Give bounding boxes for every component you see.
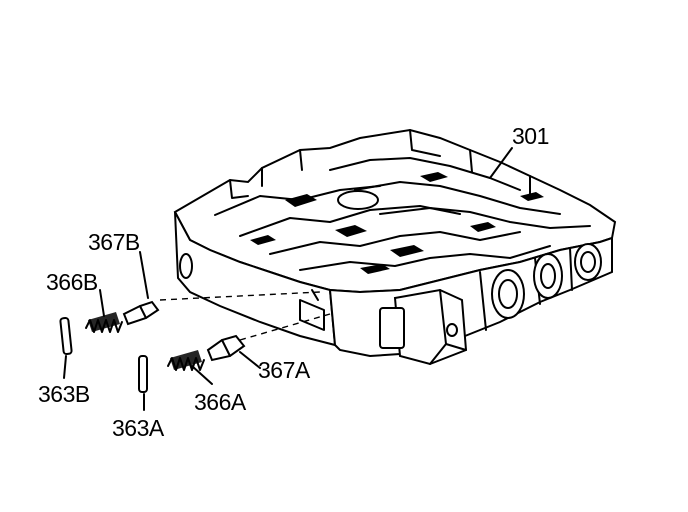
valve-body-assembly [173, 128, 617, 366]
spring-366a [167, 350, 205, 371]
leader-lines [63, 147, 513, 411]
pin-363b [59, 316, 73, 356]
callout-363a: 363A [112, 415, 165, 441]
valve-367a [206, 334, 246, 362]
assembly-guide-lines [159, 291, 331, 341]
callout-301: 301 [512, 123, 549, 149]
callout-367b: 367B [88, 229, 140, 255]
callout-367a: 367A [258, 357, 311, 383]
callout-366b: 366B [46, 269, 98, 295]
spring-366b [85, 312, 123, 333]
callout-363b: 363B [38, 381, 90, 407]
valve-367b [122, 300, 160, 326]
pin-363a [138, 355, 148, 393]
callout-366a: 366A [194, 389, 247, 415]
